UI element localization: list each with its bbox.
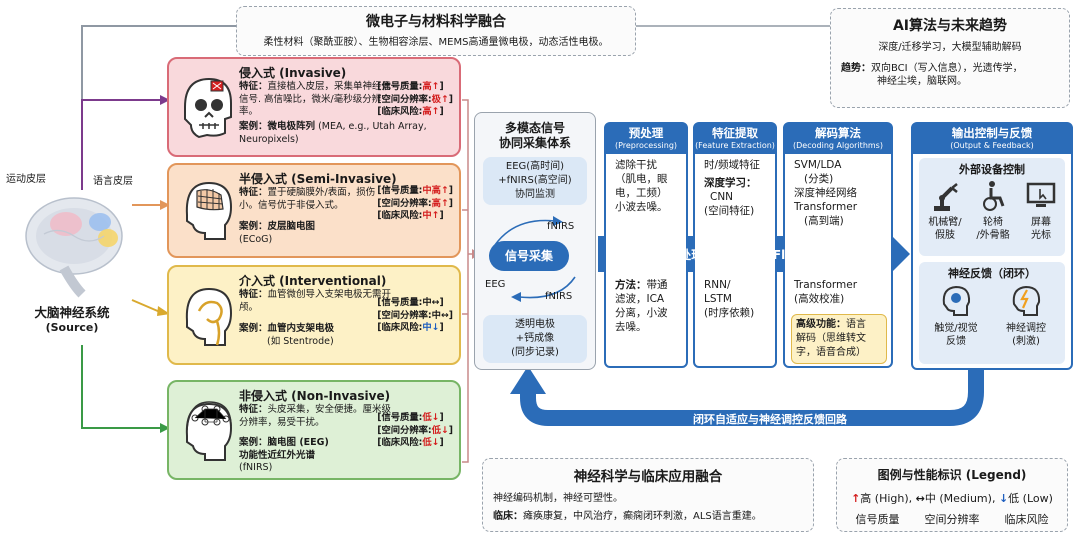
neuromodulation-item: 神经调控(刺激)	[995, 284, 1057, 348]
non-invasive-title: 非侵入式 (Non-Invasive)	[239, 389, 391, 403]
feature-extraction-text: 时/频域特征 深度学习： CNN (空间特征)	[704, 159, 761, 217]
neuroscience-clinical-box: 神经科学与临床应用融合 神经编码机制，神经可塑性。 临床：瘫痪康复，中风治疗，癫…	[482, 458, 814, 532]
eeg-cap-head-icon	[185, 401, 233, 461]
feature-extraction-header: 特征提取(Feature Extraction)	[695, 124, 775, 154]
robot-arm-icon	[934, 183, 958, 211]
invasive-features: 特征：直接植入皮层，采集单神经元信号. 高信噪比，微米/毫秒级分辨率。	[239, 81, 392, 117]
pipeline-label: 数据流与处理链条 (Data Flow Pipeline)	[631, 248, 869, 262]
robot-arm-item: 机械臂/假肢	[923, 180, 967, 242]
invasive-title: 侵入式 (Invasive)	[239, 66, 347, 80]
category-non-invasive: 非侵入式 (Non-Invasive) 特征：头皮采集，安全便捷。厘米级分辨率，…	[167, 380, 461, 480]
ai-trends-trend: 趋势：双向BCI（写入信息），光遗传学，	[841, 63, 1023, 74]
legend-metrics: 信号质量空间分辨率临床风险	[855, 513, 1049, 526]
materials-science-box: 微电子与材料科学融合 柔性材料（聚酰亚胺）、生物相容涂层、MEMS高通量微电极，…	[236, 6, 636, 56]
non-invasive-case: 案例：脑电图 (EEG) 功能性近红外光谱 (fNIRS)	[239, 437, 329, 473]
feature-extraction-column: 特征提取(Feature Extraction) 时/频域特征 深度学习： CN…	[693, 122, 777, 368]
materials-science-title: 微电子与材料科学融合	[366, 14, 506, 30]
semi-invasive-case: 案例：皮层脑电图(ECoG)	[239, 221, 316, 245]
decoding-transformer: Transformer(高效校准)	[794, 279, 858, 305]
preprocessing-column: 预处理(Preprocessing) 滤除干扰（肌电，眼电，工频）小波去噪。 方…	[604, 122, 688, 368]
semi-invasive-title: 半侵入式 (Semi-Invasive)	[239, 172, 397, 186]
acquisition-cycle-arrows	[494, 216, 576, 302]
signal-acquisition-badge: 信号采集	[489, 241, 569, 271]
legend-levels: ↑高 (High), ↔中 (Medium), ↓低 (Low)	[851, 492, 1053, 505]
multimodal-acquisition-box: 多模态信号协同采集体系 EEG(高时间)+fNIRS(高空间)协同监测 fNIR…	[474, 112, 596, 370]
semi-invasive-metrics: [信号质量:中高↑] [空间分辨率:高↑] [临床风险:中↑]	[377, 185, 453, 222]
screen-cursor-item: 屏幕光标	[1019, 180, 1063, 242]
eeg-fnirs-box: EEG(高时间)+fNIRS(高空间)协同监测	[483, 157, 587, 205]
neuroscience-title: 神经科学与临床应用融合	[573, 469, 723, 485]
source-label: 大脑神经系统 (Source)	[34, 305, 110, 334]
interventional-title: 介入式 (Interventional)	[239, 274, 387, 288]
preprocessing-header: 预处理(Preprocessing)	[606, 124, 686, 154]
wheelchair-item: 轮椅/外骨骼	[971, 180, 1015, 242]
monitor-cursor-icon	[1026, 182, 1056, 207]
eeg-label: EEG	[485, 279, 506, 290]
feedback-loop-label: 闭环自适应与神经调控反馈回路	[693, 413, 847, 426]
semi-invasive-features: 特征：置于硬脑膜外/表面，损伤小。信号优于非侵入式。	[239, 187, 376, 211]
preprocessing-text: 滤除干扰（肌电，眼电，工频）小波去噪。	[615, 159, 668, 213]
neurofeedback-title: 神经反馈（闭环）	[948, 267, 1036, 280]
neurofeedback-panel: 神经反馈（闭环） 触觉/视觉反馈 神经调控(刺激)	[919, 262, 1065, 364]
output-feedback-column: 输出控制与反馈(Output & Feedback) 外部设备控制 机械臂/假肢…	[911, 122, 1073, 370]
category-invasive: 侵入式 (Invasive) 特征：直接植入皮层，采集单神经元信号. 高信噪比，…	[167, 57, 461, 157]
legend-title: 图例与性能标识 (Legend)	[877, 468, 1027, 482]
head-grid-icon	[185, 181, 233, 240]
interventional-case: 案例：血管内支架电极(如 Stentrode)	[239, 323, 335, 347]
category-interventional: 介入式 (Interventional) 特征：血管微创导入支架电极无需开颅。 …	[167, 265, 461, 365]
skull-head-icon	[184, 77, 232, 139]
legend-box: 图例与性能标识 (Legend) ↑高 (High), ↔中 (Medium),…	[836, 458, 1068, 532]
tactile-visual-item: 触觉/视觉反馈	[925, 284, 987, 348]
head-stimulation-icon	[1012, 285, 1041, 316]
ai-trends-line1: 深度/迁移学习，大模型辅助解码	[878, 42, 1022, 53]
decoding-header: 解码算法(Decoding Algorithms)	[785, 124, 891, 154]
external-device-panel: 外部设备控制 机械臂/假肢 轮椅/外骨骼 屏幕光标	[919, 158, 1065, 256]
fnirs-label-1: fNIRS	[547, 221, 575, 232]
fnirs-label-2: fNIRS	[545, 291, 573, 302]
ai-trends-title: AI算法与未来趋势	[892, 18, 1008, 34]
neuroscience-clinical: 临床：瘫痪康复，中风治疗，癫痫闭环刺激，ALS语言重建。	[493, 511, 762, 522]
language-cortex-label: 语言皮层	[93, 176, 133, 187]
materials-science-text: 柔性材料（聚酰亚胺）、生物相容涂层、MEMS高通量微电极，动态活性电极。	[263, 37, 609, 48]
head-feedback-icon	[942, 285, 971, 316]
brain-icon	[25, 197, 123, 298]
feedback-loop-arrow	[520, 366, 984, 426]
multimodal-title: 多模态信号协同采集体系	[498, 121, 571, 150]
ai-trends-trend2: 神经尘埃，脑联网。	[877, 76, 967, 87]
motor-cortex-label: 运动皮层	[6, 174, 46, 185]
wheelchair-icon	[983, 181, 1005, 211]
non-invasive-features: 特征：头皮采集，安全便捷。厘米级分辨率，易受干扰。	[239, 404, 392, 428]
transparent-electrode-box: 透明电极+钙成像(同步记录)	[483, 315, 587, 363]
advanced-function-box: 高级功能：语言 解码（思维转文字，语音合成）	[791, 314, 887, 364]
interventional-metrics: [信号质量:中↔] [空间分辨率:中↔] [临床风险:中↓]	[377, 297, 453, 334]
invasive-case: 案例：微电极阵列 (MEA, e.g., Utah Array, Neuropi…	[239, 121, 427, 145]
category-semi-invasive: 半侵入式 (Semi-Invasive) 特征：置于硬脑膜外/表面，损伤小。信号…	[167, 163, 461, 258]
output-header: 输出控制与反馈(Output & Feedback)	[913, 124, 1071, 154]
invasive-metrics: [信号质量:高↑] [空间分辨率:极↑] [临床风险:高↑]	[377, 81, 453, 118]
interventional-features: 特征：血管微创导入支架电极无需开颅。	[239, 289, 392, 313]
decoding-column: 解码算法(Decoding Algorithms) SVM/LDA(分类) 深度…	[783, 122, 893, 368]
ai-trends-box: AI算法与未来趋势 深度/迁移学习，大模型辅助解码 趋势：双向BCI（写入信息）…	[830, 8, 1070, 108]
feature-extraction-rnn: RNN/LSTM(时序依赖)	[704, 279, 755, 319]
neuroscience-line1: 神经编码机制，神经可塑性。	[493, 493, 623, 504]
head-vessel-icon	[185, 287, 233, 346]
non-invasive-metrics: [信号质量:低↓] [空间分辨率:低↓] [临床风险:低↓]	[377, 412, 453, 449]
external-device-title: 外部设备控制	[959, 163, 1025, 176]
